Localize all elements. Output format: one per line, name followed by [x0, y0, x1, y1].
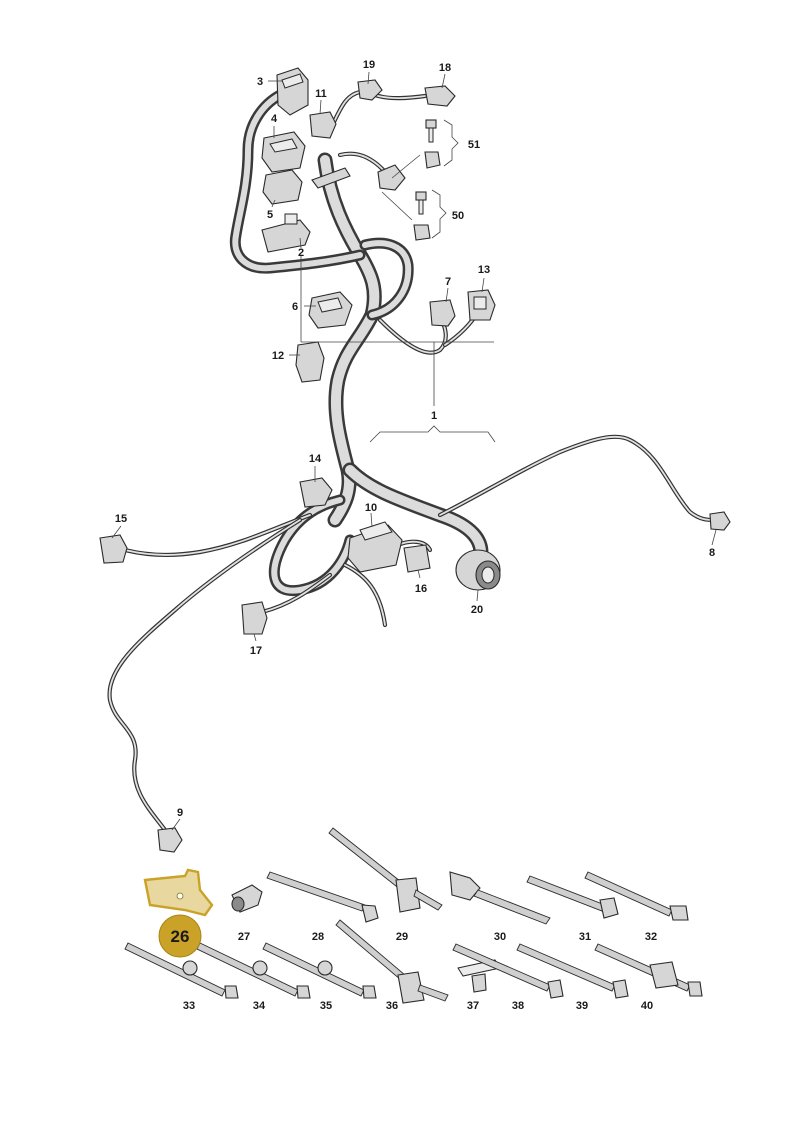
- connector-5: [262, 169, 303, 205]
- cable-tie-38: [452, 943, 564, 999]
- cable-tie-29: [328, 827, 443, 913]
- callout-18[interactable]: 18: [439, 62, 451, 74]
- callout-13[interactable]: 13: [478, 264, 490, 276]
- bracket-26-highlighted: [143, 868, 214, 917]
- callout-7[interactable]: 7: [445, 276, 451, 288]
- cable-tie-33: [124, 942, 239, 999]
- connector-8: [709, 511, 731, 531]
- connectors: [99, 67, 731, 853]
- connector-17: [241, 601, 268, 635]
- callout-27[interactable]: 27: [238, 931, 250, 943]
- callout-32[interactable]: 32: [645, 931, 657, 943]
- cable-tie-30: [449, 871, 551, 925]
- callout-31[interactable]: 31: [579, 931, 591, 943]
- callout-3[interactable]: 3: [257, 76, 263, 88]
- callout-8[interactable]: 8: [709, 547, 715, 559]
- callout-38[interactable]: 38: [512, 1000, 524, 1012]
- cable-tie-40: [594, 943, 703, 997]
- connector-16: [403, 544, 431, 573]
- leader-lines: [111, 71, 717, 831]
- connector-4: [261, 131, 306, 173]
- connector-7: [429, 299, 456, 327]
- cable-tie-39: [516, 943, 629, 999]
- callout-33[interactable]: 33: [183, 1000, 195, 1012]
- callout-20[interactable]: 20: [471, 604, 483, 616]
- callout-35[interactable]: 35: [320, 1000, 332, 1012]
- grommet-27: [231, 884, 263, 913]
- callout-30[interactable]: 30: [494, 931, 506, 943]
- callout-15[interactable]: 15: [115, 513, 127, 525]
- thin-wires: [107, 89, 717, 833]
- callout-16[interactable]: 16: [415, 583, 427, 595]
- callout-36[interactable]: 36: [386, 1000, 398, 1012]
- callout-14[interactable]: 14: [309, 453, 322, 465]
- callout-19[interactable]: 19: [363, 59, 375, 71]
- callout-2[interactable]: 2: [298, 247, 304, 259]
- connector-18: [424, 85, 456, 107]
- callout-4[interactable]: 4: [271, 113, 278, 125]
- callout-37[interactable]: 37: [467, 1000, 479, 1012]
- connector-3: [276, 67, 309, 116]
- callout-labels: 1 2 3 4 5 6 7 8 9 10 11 12 13 14 15 16 1…: [115, 59, 715, 1012]
- connector-9: [157, 827, 183, 853]
- connector-15: [99, 534, 128, 564]
- callout-40[interactable]: 40: [641, 1000, 653, 1012]
- callout-6[interactable]: 6: [292, 301, 298, 313]
- bolt-50: [413, 191, 431, 241]
- connector-6: [308, 291, 353, 329]
- connector-14: [299, 477, 333, 508]
- callout-10[interactable]: 10: [365, 502, 377, 514]
- callout-51[interactable]: 51: [468, 139, 480, 151]
- callout-28[interactable]: 28: [312, 931, 324, 943]
- cable-tie-31: [526, 875, 619, 919]
- cable-tie-36: [335, 919, 449, 1004]
- cable-tie-35: [262, 942, 377, 999]
- callout-17[interactable]: 17: [250, 645, 262, 657]
- connector-13: [467, 289, 496, 321]
- badge-26-label: 26: [171, 927, 190, 946]
- main-harness: [229, 89, 489, 597]
- bolt-51: [424, 119, 441, 169]
- connector-2: [261, 213, 311, 253]
- callout-34[interactable]: 34: [253, 1000, 266, 1012]
- callout-1[interactable]: 1: [431, 410, 437, 422]
- cable-tie-32: [584, 871, 689, 921]
- callout-9[interactable]: 9: [177, 807, 183, 819]
- connector-20: [455, 549, 501, 591]
- highlight-badge-26[interactable]: 26: [158, 914, 202, 958]
- callout-29[interactable]: 29: [396, 931, 408, 943]
- connector-12: [295, 341, 325, 383]
- small-parts: [124, 827, 703, 1004]
- cable-tie-28: [266, 871, 379, 923]
- callout-5[interactable]: 5: [267, 209, 273, 221]
- connector-11: [309, 111, 337, 139]
- connector-19: [357, 79, 383, 101]
- callout-39[interactable]: 39: [576, 1000, 588, 1012]
- connector-10: [347, 521, 403, 573]
- bracket: [311, 164, 406, 191]
- callout-50[interactable]: 50: [452, 210, 464, 222]
- callout-12[interactable]: 12: [272, 350, 284, 362]
- callout-11[interactable]: 11: [315, 88, 327, 100]
